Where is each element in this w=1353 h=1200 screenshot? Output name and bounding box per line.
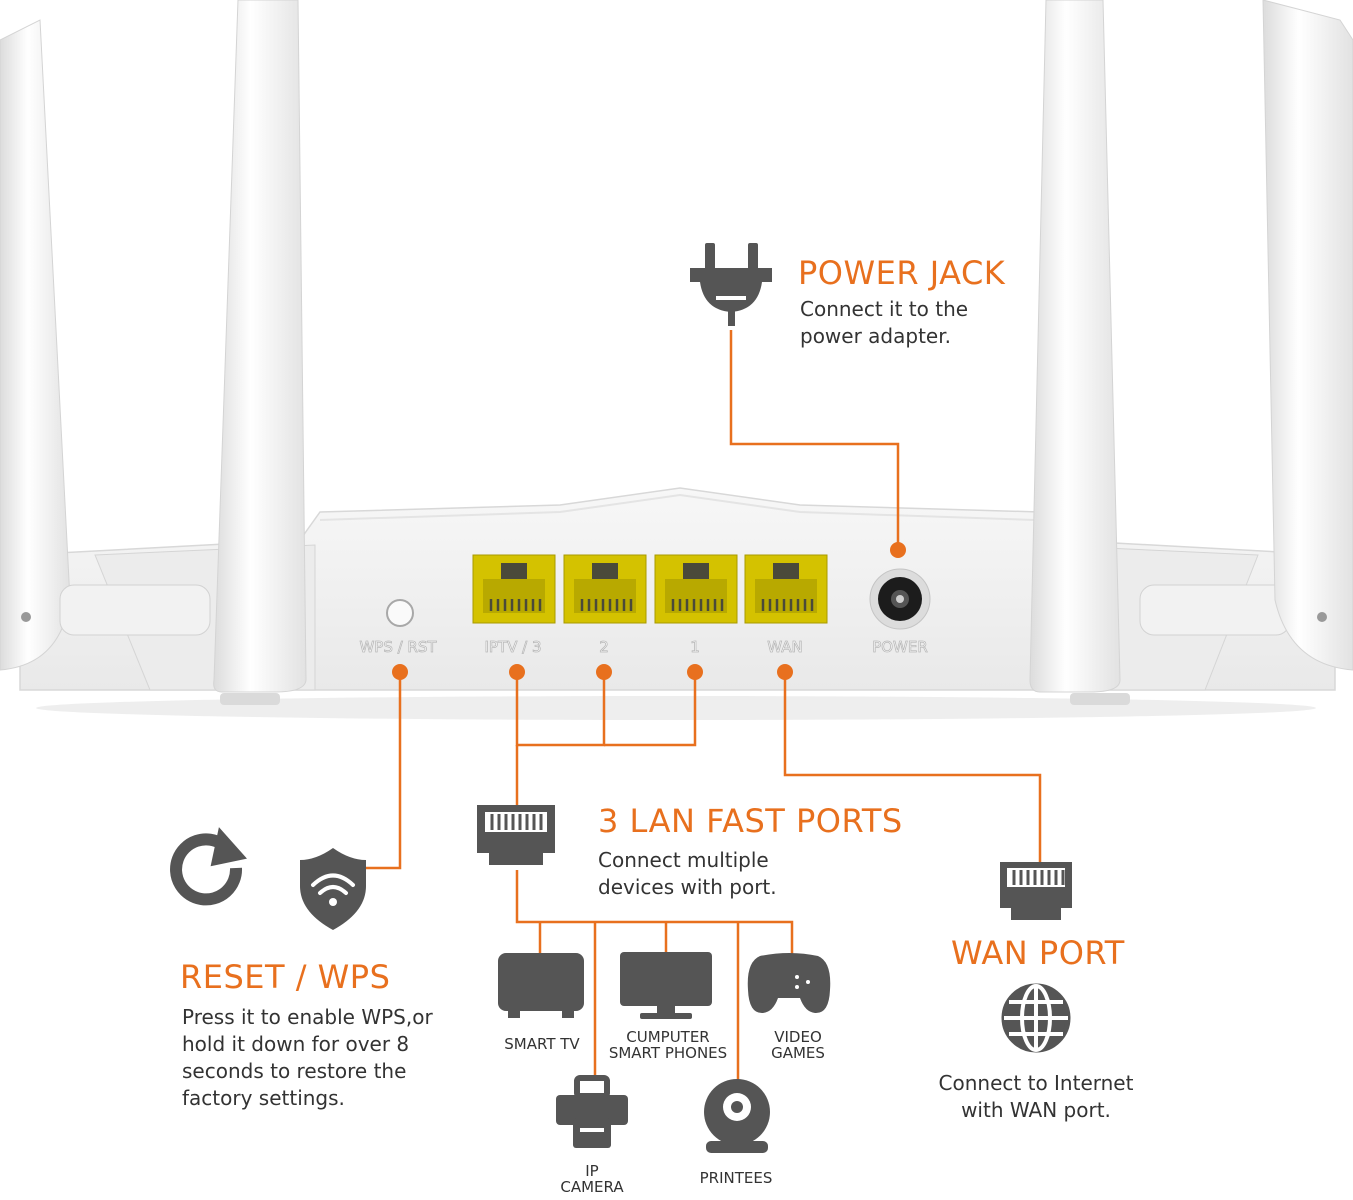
lan-title: 3 LAN FAST PORTS [598,802,903,840]
power-jack-title: POWER JACK [798,254,1006,292]
router-label-lan1: 1 [690,638,700,656]
lan-desc: Connect multiple devices with port. [598,847,777,901]
power-jack-desc-line: Connect it to the [800,297,969,321]
antenna-left-inner [59,0,307,693]
device-label-video-games: VIDEO GAMES [758,1029,838,1061]
device-label-ip-camera: IP CAMERA [552,1163,632,1195]
reset-desc-line: factory settings. [182,1086,345,1110]
device-label-line: PRINTEES [699,1169,773,1187]
device-label-line: IP [585,1162,599,1180]
router-label-wan: WAN [767,638,803,656]
device-label-smart-tv: SMART TV [490,1036,594,1052]
router-label-wps-rst: WPS / RST [359,638,437,656]
antenna-right-outer [1262,0,1353,671]
device-label-line: CAMERA [560,1178,624,1196]
antenna-left-outer [0,19,71,671]
reset-desc-line: seconds to restore the [182,1059,407,1083]
floor-shadow [36,696,1316,720]
device-label-line: SMART PHONES [608,1044,728,1062]
printer-icon [556,1075,628,1148]
wan-port[interactable] [744,554,828,624]
wan-desc-line: Connect to Internet [938,1071,1134,1095]
wps-reset-button[interactable] [386,599,414,627]
device-label-printees: PRINTEES [690,1170,782,1186]
wan-title: WAN PORT [951,934,1125,972]
router-label-iptv3: IPTV / 3 [484,638,541,656]
device-label-line: SMART TV [504,1035,580,1053]
lan-port-1[interactable] [654,554,738,624]
device-label-line: VIDEO [774,1028,822,1046]
power-plug-icon [690,243,772,326]
lan-port-2[interactable] [563,554,647,624]
game-controller-icon [747,953,831,1014]
reset-desc-line: hold it down for over 8 [182,1032,410,1056]
ethernet-connector-icon [477,805,555,865]
smart-tv-icon [498,953,584,1018]
antenna-right-inner [1029,0,1291,693]
wan-ethernet-connector-icon [1000,862,1072,920]
connector-lines [360,330,1042,1080]
device-label-computer: CUMPUTER SMART PHONES [602,1029,734,1061]
lan-desc-line: Connect multiple [598,848,769,872]
power-jack-desc: Connect it to the power adapter. [800,296,968,350]
device-label-line: CUMPUTER [626,1028,710,1046]
wifi-shield-icon [300,848,366,930]
router-label-lan2: 2 [599,638,609,656]
reset-desc-line: Press it to enable WPS,or [182,1005,433,1029]
lan-desc-line: devices with port. [598,875,777,899]
power-socket[interactable] [869,568,931,630]
globe-icon [1001,983,1071,1053]
computer-icon [620,952,712,1019]
reset-wps-desc: Press it to enable WPS,or hold it down f… [182,1004,433,1112]
reset-wps-title: RESET / WPS [180,958,391,996]
power-jack-desc-line: power adapter. [800,324,951,348]
device-label-line: GAMES [771,1044,825,1062]
lan-port-iptv3[interactable] [472,554,556,624]
connector-dots [392,542,906,680]
router-label-power: POWER [872,638,928,656]
webcam-icon [704,1079,770,1153]
refresh-icon [170,827,247,906]
wan-desc-line: with WAN port. [961,1098,1111,1122]
wan-desc: Connect to Internet with WAN port. [930,1070,1142,1124]
